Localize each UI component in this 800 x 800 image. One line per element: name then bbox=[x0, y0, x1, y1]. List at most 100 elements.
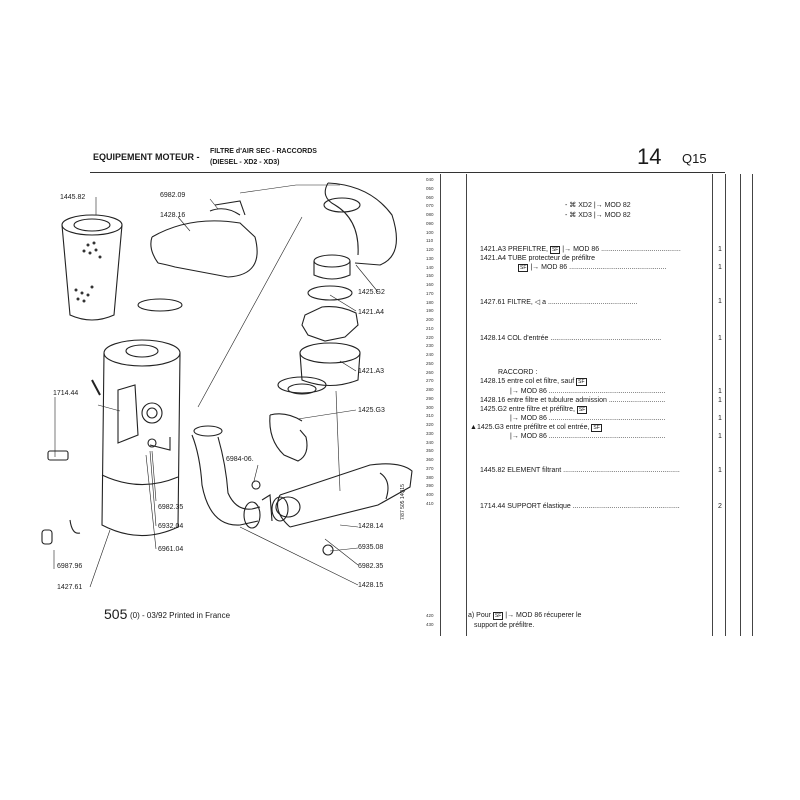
callout-1425-g2: 1425.G2 bbox=[358, 289, 385, 296]
entry-1428-15-mod: |→ MOD 86 ..............................… bbox=[510, 388, 666, 395]
line-number: 040 bbox=[426, 177, 434, 182]
line-number: 220 bbox=[426, 334, 434, 340]
side-code: 7/87 505 14Q15 bbox=[400, 484, 406, 520]
qty-1428-15: 1 bbox=[718, 388, 722, 395]
qty-1425-g2: 1 bbox=[718, 415, 722, 422]
pointer-icon: ◁ bbox=[534, 299, 541, 306]
subtitle-2: (DIESEL - XD2 - XD3) bbox=[210, 159, 280, 166]
entry-1425-g2: 1425.G2 entre filtre et préfiltre, SF bbox=[480, 406, 588, 414]
line-number: 200 bbox=[426, 317, 434, 322]
entry-1428-16: 1428.16 entre filtre et tubulure admissi… bbox=[480, 397, 666, 404]
line-number: 300 bbox=[426, 404, 434, 410]
entry-1421-a3: 1421.A3 PREFILTRE, SF |→ MOD 86 ........… bbox=[480, 246, 681, 254]
line-number: 210 bbox=[426, 325, 434, 331]
callout-1428-16: 1428.16 bbox=[160, 212, 186, 219]
col-rule-2 bbox=[466, 174, 467, 636]
model-icon: ⌘ bbox=[569, 212, 577, 219]
line-number: 080 bbox=[426, 212, 434, 217]
line-number: 160 bbox=[426, 282, 434, 287]
page-number: 14 bbox=[637, 144, 662, 169]
qty-1428-14: 1 bbox=[718, 335, 722, 342]
line-number: 230 bbox=[426, 343, 434, 349]
line-number: 410 bbox=[426, 500, 434, 506]
line-number: 250 bbox=[426, 360, 434, 366]
entry-1425-g2-mod: |→ MOD 86 ..............................… bbox=[510, 415, 666, 422]
line-number: 170 bbox=[426, 290, 434, 296]
line-number: 050 bbox=[426, 185, 434, 191]
header-rule bbox=[90, 172, 725, 173]
prefilter-drawing bbox=[277, 254, 361, 395]
line-number: 240 bbox=[426, 352, 434, 357]
line-number: 090 bbox=[426, 220, 434, 226]
callout-6982-35-b: 6982.35 bbox=[358, 563, 384, 570]
arrow-icon: |→ bbox=[562, 246, 572, 253]
line-number: 400 bbox=[426, 492, 434, 497]
line-number: 180 bbox=[426, 299, 434, 305]
line-number: 390 bbox=[426, 483, 434, 489]
qty-1445-82: 1 bbox=[718, 467, 722, 474]
line-number: 370 bbox=[426, 465, 434, 471]
footnote-line-2: support de préfiltre. bbox=[474, 622, 535, 629]
line-number: 260 bbox=[426, 369, 434, 375]
col-rule-3 bbox=[712, 174, 713, 636]
entry-1428-14: 1428.14 COL d'entrée ...................… bbox=[480, 335, 662, 342]
leader-lines bbox=[53, 184, 379, 588]
entry-1428-15: 1428.15 entre col et filtre, sauf SF bbox=[480, 378, 587, 386]
page-section: Q15 bbox=[682, 151, 707, 166]
subtitle-1: FILTRE d'AIR SEC - RACCORDS bbox=[210, 148, 317, 155]
qty-1427-61: 1 bbox=[718, 298, 722, 305]
footer-number: 505 bbox=[104, 606, 128, 622]
callout-6932-04: 6932.04 bbox=[158, 523, 184, 530]
callout-1421-a4: 1421.A4 bbox=[358, 309, 385, 316]
callout-1445-82: 1445.82 bbox=[60, 194, 86, 201]
model-row-xd2: - ⌘ XD2 |→ MOD 82 bbox=[565, 202, 631, 209]
entry-1445-82: 1445.82 ELEMENT filtrant ...............… bbox=[480, 467, 680, 474]
arrow-icon: |→ bbox=[593, 202, 603, 209]
arrow-icon: |→ bbox=[505, 612, 515, 619]
line-number: 070 bbox=[426, 203, 434, 209]
line-number: 340 bbox=[426, 439, 434, 445]
arrow-icon: |→ bbox=[510, 388, 519, 395]
entry-1425-g3-mod: |→ MOD 86 ..............................… bbox=[510, 433, 666, 440]
callout-1425-g3: 1425.G3 bbox=[358, 407, 385, 414]
filter-element-drawing bbox=[61, 214, 123, 321]
col-rule-1 bbox=[440, 174, 441, 636]
arrow-icon: |→ bbox=[510, 433, 519, 440]
line-number: 100 bbox=[426, 229, 434, 235]
arrow-icon: |→ bbox=[510, 415, 519, 422]
arrow-icon: |→ bbox=[593, 212, 603, 219]
qty-1421-a3: 1 bbox=[718, 246, 722, 253]
model-row-xd3: - ⌘ XD3 |→ MOD 82 bbox=[565, 212, 631, 219]
qty-1425-g3: 1 bbox=[718, 433, 722, 440]
entry-1425-g3: ▲1425.G3 entre préfiltre et col entrée, … bbox=[470, 424, 602, 432]
callout-6961-04: 6961.04 bbox=[158, 546, 184, 553]
hose-lower-drawing bbox=[269, 413, 308, 462]
line-number-430: 430 bbox=[426, 622, 434, 627]
inlet-hose-drawing bbox=[147, 425, 334, 556]
line-number: 290 bbox=[426, 395, 434, 401]
callout-6984-06: 6984-06. bbox=[226, 456, 254, 463]
arrow-icon: |→ bbox=[530, 264, 540, 271]
line-number: 330 bbox=[426, 430, 434, 436]
qty-1428-16: 1 bbox=[718, 397, 722, 404]
section-title: EQUIPEMENT MOTEUR - bbox=[93, 152, 200, 162]
inlet-pipe-drawing bbox=[275, 463, 413, 528]
callout-6982-35-a: 6982.35 bbox=[158, 504, 184, 511]
line-number-420: 420 bbox=[426, 613, 434, 618]
line-number: 110 bbox=[426, 238, 434, 244]
entry-1421-a4: 1421.A4 TUBE protecteur de préfiltre bbox=[480, 255, 596, 262]
line-number: 310 bbox=[426, 413, 434, 419]
footnote-line-1: a) Pour SF |→ MOD 86 récuperer le bbox=[468, 612, 582, 620]
callout-1714-44: 1714.44 bbox=[53, 390, 79, 397]
hose-elbow-drawing bbox=[137, 200, 258, 312]
qty-1421-a4: 1 bbox=[718, 264, 722, 271]
line-number: 360 bbox=[426, 457, 434, 462]
callout-6935-08: 6935.08 bbox=[358, 544, 384, 551]
line-number: 130 bbox=[426, 255, 434, 261]
line-number: 140 bbox=[426, 264, 434, 270]
line-number: 150 bbox=[426, 273, 434, 279]
filter-housing-drawing bbox=[41, 339, 181, 545]
line-number: 120 bbox=[426, 247, 434, 252]
callout-6987-96: 6987.96 bbox=[57, 563, 83, 570]
line-number: 270 bbox=[426, 378, 434, 384]
